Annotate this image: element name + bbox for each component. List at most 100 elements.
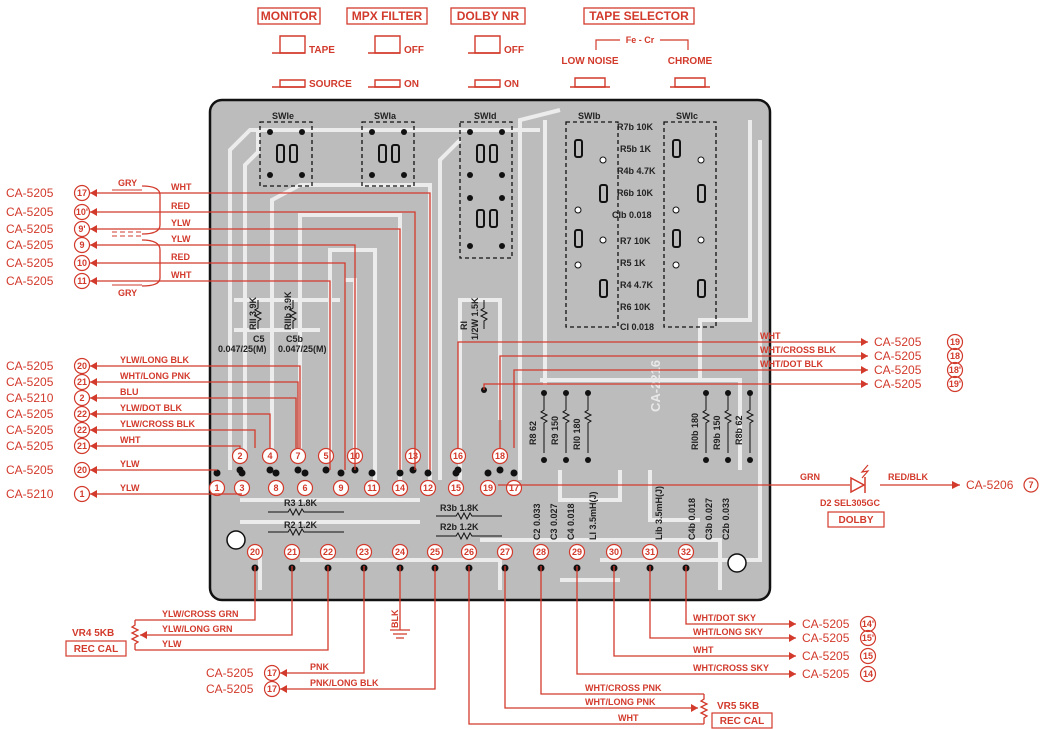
left-connector-name: CA-5210 — [6, 391, 54, 405]
bottom-right-wire — [576, 566, 796, 675]
monitor-switch[interactable]: MONITOR TAPE SOURCE — [257, 7, 352, 90]
vr4-potentiometer[interactable]: VR4 5KB REC CAL YLW/CROSS GRN YLW/LONG G… — [65, 566, 329, 657]
left-arrowhead — [90, 225, 97, 233]
c4-label: C4 0.018 — [566, 503, 576, 540]
pin-27-number: 27 — [500, 547, 510, 557]
right-arrowhead — [861, 380, 868, 388]
switch-outlines: SWIe SWIa SWId SWIb SWIc — [259, 111, 717, 328]
bottom-right-connector-pin-ring — [859, 629, 877, 647]
pin-9: 9 — [332, 479, 350, 497]
r11-label: RII 3.9K — [248, 296, 258, 330]
led-wire-out-label: RED/BLK — [888, 472, 928, 482]
left-connector-name: CA-5205 — [6, 463, 54, 477]
left-connector-name: CA-5205 — [6, 256, 54, 270]
pad-mid-17 — [510, 469, 518, 477]
left-wire — [90, 244, 356, 470]
right-arrowhead — [861, 366, 868, 374]
left-wire — [90, 413, 271, 448]
mpx-filter-switch[interactable]: MPX FILTER OFF ON — [346, 7, 428, 90]
pin-5: 5 — [317, 447, 335, 465]
right-connector-name: CA-5205 — [874, 349, 922, 363]
r2b-label: R2b 1.2K — [440, 522, 479, 532]
bottom-right-wire — [685, 566, 796, 625]
left-connector-pin: 22 — [77, 425, 87, 435]
vr4-label: REC CAL — [74, 644, 118, 655]
r9b-label: R9b 150 — [712, 415, 722, 450]
left-wire-label: BLU — [120, 387, 139, 397]
pin-27: 27 — [496, 543, 514, 561]
swic-label: SWIc — [676, 111, 698, 121]
pin-18: 18 — [491, 447, 509, 465]
pin-31: 31 — [641, 543, 659, 561]
dolby-nr-switch[interactable]: DOLBY NR OFF ON — [450, 7, 526, 90]
c5-label: C5 — [253, 334, 265, 344]
pin-24: 24 — [391, 543, 409, 561]
switch-panel: MONITOR TAPE SOURCE MPX FILTER OFF ON DO… — [257, 7, 713, 90]
left-connector-pin: 17 — [77, 188, 87, 198]
pin-22: 22 — [319, 543, 337, 561]
ground-label: BLK — [390, 609, 400, 628]
c2b-label: C2b 0.033 — [721, 498, 731, 540]
right-wire — [457, 341, 868, 448]
pin-29: 29 — [568, 543, 586, 561]
left-connector-name: CA-5205 — [6, 407, 54, 421]
bottom-right-wire-label: WHT/CROSS SKY — [693, 663, 769, 673]
left-connector-pin-ring — [73, 272, 91, 290]
right-connector-pin-ring — [946, 361, 964, 379]
pin-11: 11 — [363, 479, 381, 497]
pin-8: 8 — [267, 479, 285, 497]
bottom-left-wire — [280, 566, 365, 674]
tape-selector-switch[interactable]: TAPE SELECTOR Fe - Cr LOW NOISE CHROME — [561, 7, 713, 88]
pin-3: 3 — [233, 479, 251, 497]
left-wire — [90, 280, 331, 470]
bottom-right-connector-pin-ring — [859, 665, 877, 683]
tape-selector-title: TAPE SELECTOR — [589, 9, 689, 23]
vr5-potentiometer[interactable]: VR5 5KB REC CAL WHT/CROSS PNK WHT/LONG P… — [468, 566, 773, 729]
left-connector-pin-ring — [73, 184, 91, 202]
pin-12: 12 — [419, 479, 437, 497]
pin-29-number: 29 — [572, 547, 582, 557]
pin-14: 14 — [391, 479, 409, 497]
led-connector: CA-5206 — [966, 478, 1014, 492]
pad-mid-15 — [452, 469, 460, 477]
left-wire — [90, 381, 299, 448]
vr5-resistor-icon — [699, 694, 709, 724]
left-harness: GRY GRY — [112, 178, 161, 298]
pin-15-number: 15 — [451, 483, 461, 493]
left-wire-label: WHT — [171, 270, 192, 280]
vr4-wire-2: YLW/LONG GRN — [162, 624, 233, 634]
vr5-wire-1: WHT/CROSS PNK — [585, 683, 662, 693]
pin-19: 19 — [479, 479, 497, 497]
dolby-nr-title: DOLBY NR — [457, 9, 520, 23]
left-connector-pin: 1 — [79, 489, 84, 499]
left-connector-name: CA-5205 — [6, 238, 54, 252]
bottom-right-arrowhead — [789, 634, 796, 642]
